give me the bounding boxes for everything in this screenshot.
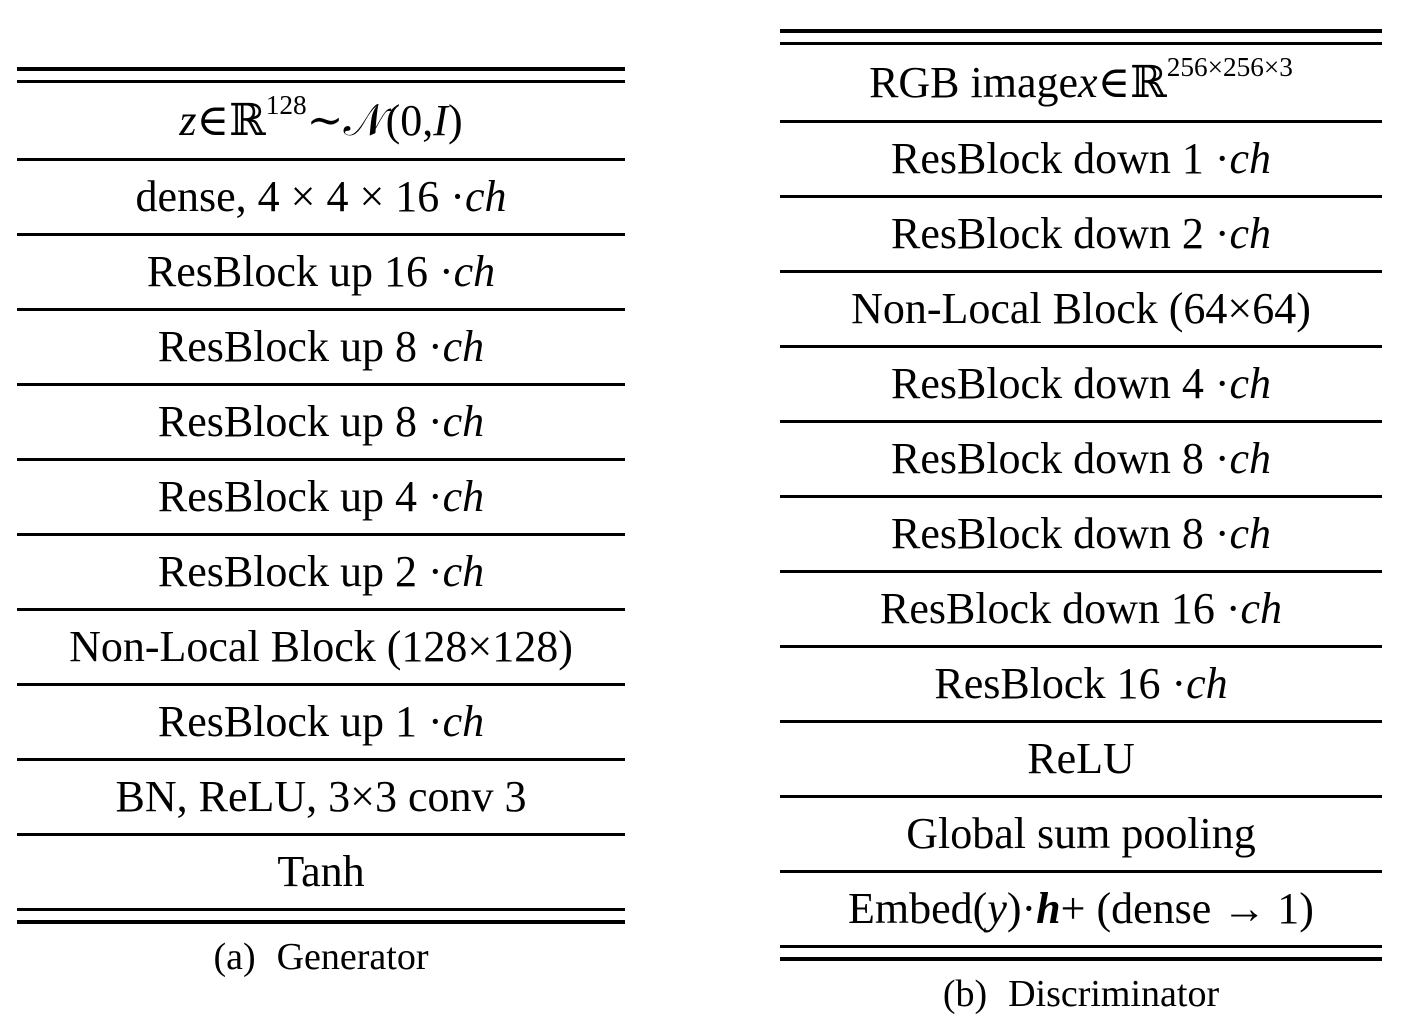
caption-label: (b) (942, 973, 988, 1015)
table-rule-bottom (780, 945, 1382, 961)
table-row: ResBlock down 8 · ch (780, 495, 1382, 570)
table-row: ResBlock up 2 · ch (17, 533, 625, 608)
caption-title: Generator (276, 936, 429, 978)
table-row: Non-Local Block (64×64) (780, 270, 1382, 345)
table-row: ResBlock 16 · ch (780, 645, 1382, 720)
table-rule-top (780, 29, 1382, 45)
caption-label: (a) (213, 936, 256, 978)
table-row: ResBlock down 2 · ch (780, 195, 1382, 270)
caption-title: Discriminator (1008, 973, 1220, 1015)
table-row: BN, ReLU, 3×3 conv 3 (17, 758, 625, 833)
table-row: ResBlock up 4 · ch (17, 458, 625, 533)
table-row: ResBlock up 8 · ch (17, 383, 625, 458)
table-row: ResBlock down 4 · ch (780, 345, 1382, 420)
table-row: ResBlock up 16 · ch (17, 233, 625, 308)
discriminator-caption: (b) Discriminator (780, 973, 1382, 1016)
table-row: Embed(y)·h + (dense → 1) (780, 870, 1382, 945)
table-row: Non-Local Block (128×128) (17, 608, 625, 683)
table-row: ResBlock down 1 · ch (780, 120, 1382, 195)
table-row: ResBlock up 1 · ch (17, 683, 625, 758)
table-row: Tanh (17, 833, 625, 908)
table-row: dense, 4 × 4 × 16 · ch (17, 158, 625, 233)
table-row: ResBlock up 8 · ch (17, 308, 625, 383)
table-rule-top (17, 67, 625, 83)
table-row: Global sum pooling (780, 795, 1382, 870)
generator-caption: (a) Generator (17, 936, 625, 979)
table-rule-bottom (17, 908, 625, 924)
table-row: ReLU (780, 720, 1382, 795)
table-row: ResBlock down 16 · ch (780, 570, 1382, 645)
table-row: ResBlock down 8 · ch (780, 420, 1382, 495)
